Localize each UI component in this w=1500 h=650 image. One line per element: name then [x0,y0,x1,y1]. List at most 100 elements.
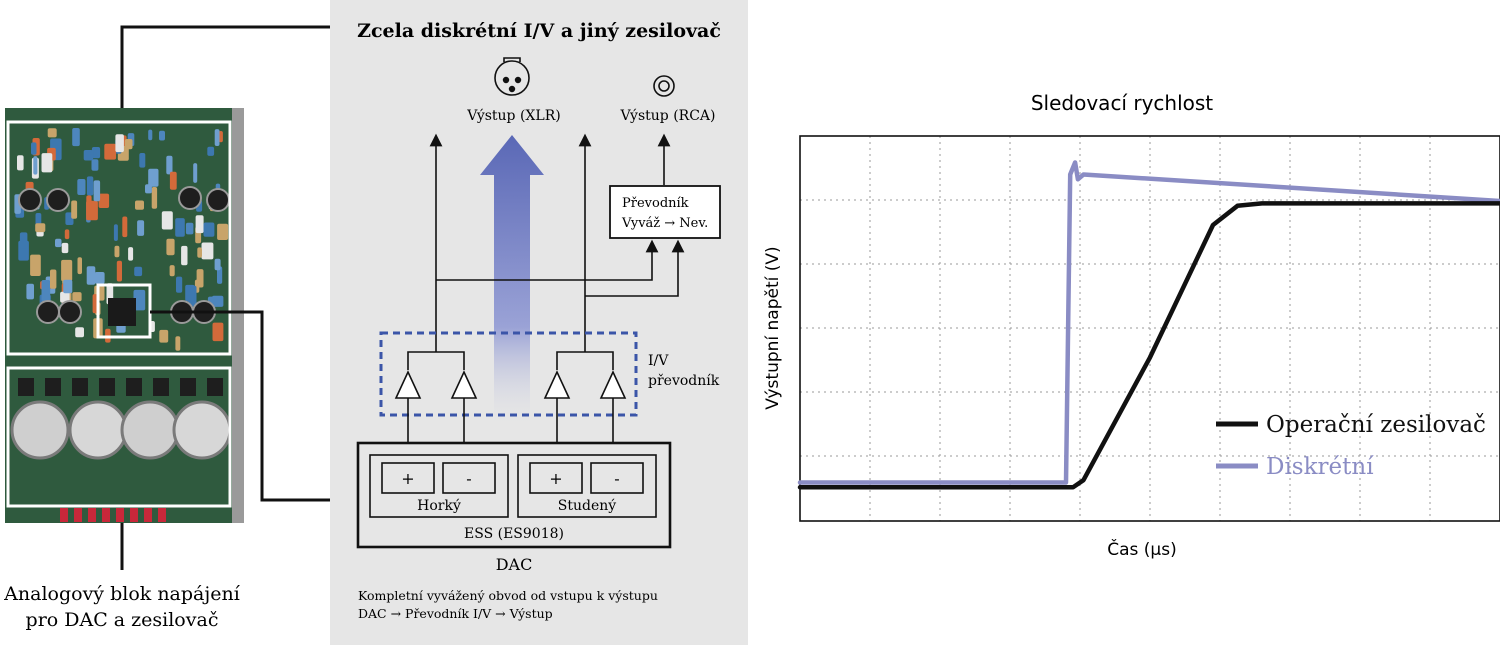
hot-plus-box [381,462,435,494]
output-wires [429,133,685,352]
pcb-part [86,176,94,196]
footer-line1: Kompletní vyvážený obvod od vstupu k výs… [358,588,658,603]
pcb-part [176,276,183,293]
pcb-part [169,265,175,277]
pcb-part [94,272,105,284]
pcb-part [166,238,175,256]
pcb-part [86,200,98,221]
pcb-part [64,229,70,240]
converter-label-line1: Převodník [622,196,689,211]
dac-chip-block [356,441,672,549]
pcb-part [55,238,62,248]
pcb-part [217,266,223,284]
pcb-part [72,128,80,147]
pcb-part [91,147,101,159]
pcb-part [159,130,165,141]
pcb-part [148,129,153,141]
cold-plus-sign: + [549,469,562,488]
pcb-part [128,247,134,261]
pcb-part [77,257,82,275]
pcb-part [93,180,101,202]
pcb-part [26,283,34,300]
pcb-part [41,153,53,173]
pcb-capacitor [18,188,42,212]
large-capacitors [10,400,232,460]
hot-channel-group [369,454,509,518]
cold-minus-sign: - [614,469,619,488]
pcb-part [122,216,128,238]
series-line-opamp [797,201,1500,490]
iv-label-line2: převodník [648,373,720,389]
pcb-part [137,220,145,236]
pcb-part [116,260,122,282]
converter-label-line2: Vyváž → Nev. [621,216,708,231]
power-block-frame [6,366,232,508]
pcb-part [19,232,28,249]
pcb-part [30,254,41,276]
pcb-part [193,163,198,183]
pcb-part [196,269,204,288]
chip-name-label: ESS (ES9018) [464,526,564,542]
pcb-part [115,134,124,153]
pcb-capacitor [36,300,60,324]
hot-label: Horký [417,497,461,514]
pcb-components [14,128,230,396]
red-terminals [60,508,166,522]
output-xlr-label: Výstup (XLR) [466,107,560,124]
pcb-part [71,200,78,219]
pcb-part [61,242,69,254]
pcb-transistor [126,378,142,396]
pcb-part [201,242,214,260]
legend-opamp-label: Operační zesilovač [1266,412,1486,438]
pcb-part [195,215,204,234]
pcb-part [212,295,224,307]
pcb-part [175,218,185,237]
x-axis-label: Čas (μs) [1107,538,1177,560]
hot-plus-sign: + [401,469,414,488]
pcb-part [31,142,37,155]
pcb-part [175,336,181,351]
pcb-part [135,200,144,210]
pcb-part [214,258,221,271]
photo-caption-line2: pro DAC a zesilovač [26,609,219,631]
balanced-unbalanced-converter [609,185,721,239]
pcb-part [139,153,146,168]
chart-title: Sledovací rychlost [1031,91,1213,115]
pcb-part [114,245,120,258]
pcb-part [212,322,224,342]
pcb-part [63,279,73,294]
pcb-part [161,211,173,230]
rca-connector-icon [653,75,675,97]
pcb-part [217,223,229,240]
pcb-part [35,223,46,233]
chart-grid [800,136,1500,521]
pcb-transistor [153,378,169,396]
pcb-part [104,143,117,160]
pcb-edge [232,108,244,523]
series-line-discrete [797,160,1500,485]
cold-plus-box [529,462,583,494]
pcb-part [50,269,57,289]
chart-series [797,160,1500,490]
amp-block-frame [6,120,232,356]
pcb-part [203,222,215,237]
pcb-part [185,222,194,235]
pcb-part [17,155,24,171]
pcb-part [159,329,169,343]
dac-chip-photo [108,298,136,326]
pcb-part [61,259,73,282]
pcb-transistor [207,378,223,396]
y-axis-label: Výstupní napětí (V) [763,246,783,409]
pcb-part [83,150,94,161]
photo-caption-line1: Analogový blok napájení [3,583,241,605]
cold-channel-group [517,454,657,518]
pcb-part [133,289,146,311]
footer-line2: DAC → Převodník I/V → Výstup [358,606,553,621]
pcb-capacitor [178,186,202,210]
iv-amplifiers [394,351,627,462]
pcb-part [197,247,202,258]
pcb-part [77,179,86,195]
pcb-part [60,291,70,303]
pcb-part [41,280,51,302]
